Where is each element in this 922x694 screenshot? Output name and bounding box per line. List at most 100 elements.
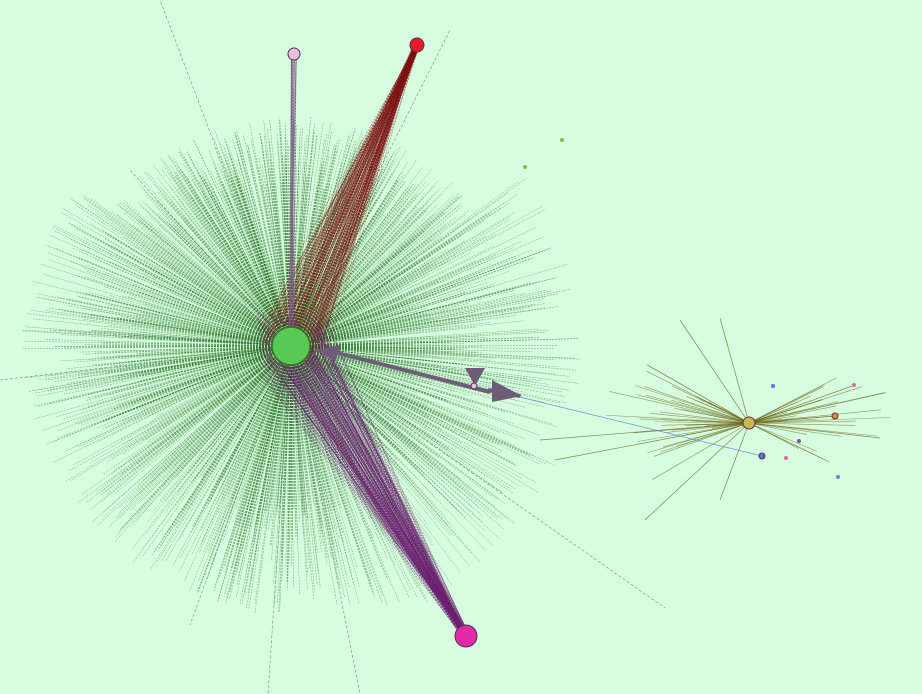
hub-edge: [189, 345, 292, 592]
magenta-node-edge: [289, 374, 469, 635]
hub-node[interactable]: [271, 326, 311, 366]
pink-node-edge: [292, 56, 294, 344]
hub-edge: [134, 314, 292, 347]
hub-edge: [290, 345, 515, 489]
hub-edge: [290, 345, 454, 537]
red-node-edge: [261, 45, 416, 347]
hub-edge: [250, 139, 292, 347]
satellite-node[interactable]: [523, 165, 527, 169]
bridge-node[interactable]: [470, 382, 478, 390]
satellite-node[interactable]: [797, 439, 801, 443]
hub-edge: [146, 286, 292, 347]
hub-edge: [175, 188, 292, 347]
hub-edge: [290, 345, 497, 519]
hub-edge: [96, 345, 292, 429]
hub-edge: [290, 298, 403, 347]
satellite-node[interactable]: [560, 138, 564, 142]
hub-edge: [157, 201, 292, 347]
hub-edge: [74, 345, 292, 363]
hub-edge: [140, 205, 292, 347]
pink-node[interactable]: [287, 47, 301, 61]
hub-edge: [290, 217, 402, 347]
cluster-edge: [635, 385, 750, 424]
hub-edge: [290, 245, 494, 347]
hub-edge: [100, 330, 292, 347]
hub-edge: [290, 345, 373, 579]
red-node-edge: [317, 47, 419, 329]
cluster-edge: [748, 386, 862, 424]
magenta-node-edge: [292, 327, 465, 634]
cluster-edge: [748, 422, 843, 437]
hub-edge: [39, 345, 292, 380]
hub-edge: [69, 197, 292, 347]
hub-edge: [53, 226, 292, 347]
hub-edge: [290, 122, 316, 347]
hub-edge: [290, 190, 411, 347]
hub-outlier-edge: [49, 329, 292, 347]
magenta-node-edge: [272, 322, 468, 636]
hub-edge: [191, 178, 292, 347]
hub-edge: [290, 192, 509, 347]
magenta-node-edge: [256, 327, 467, 635]
hub-edge: [172, 345, 292, 567]
magenta-node-edge: [325, 344, 465, 636]
magenta-node[interactable]: [454, 624, 478, 648]
blue-node[interactable]: [758, 452, 766, 460]
hub-edge: [290, 134, 318, 347]
magenta-node-edge: [278, 346, 464, 640]
magenta-node-edge: [324, 342, 470, 634]
cluster-edge: [655, 421, 750, 424]
hub-edge: [124, 306, 292, 347]
hub-edge: [102, 345, 292, 513]
satellite-node[interactable]: [784, 456, 788, 460]
hub-edge: [290, 345, 487, 477]
hub-edge: [202, 195, 292, 347]
hub-edge: [290, 337, 534, 347]
magenta-node-edge: [321, 326, 469, 634]
hub-outlier-edge: [0, 345, 292, 381]
satellite-node[interactable]: [852, 383, 856, 387]
cluster-edge: [748, 422, 856, 426]
cluster-edge: [748, 405, 837, 424]
cluster-edge: [672, 385, 750, 424]
satellite-node[interactable]: [771, 384, 775, 388]
magenta-node-edge: [314, 319, 466, 635]
hub-edge: [211, 189, 292, 347]
hub-edge: [234, 345, 292, 520]
hub-edge: [84, 293, 292, 347]
satellite-node[interactable]: [836, 475, 840, 479]
hub-edge: [157, 345, 292, 428]
hub-edge: [109, 345, 292, 459]
hub-edge: [150, 345, 292, 484]
hub-outlier-edge: [189, 345, 292, 626]
hub-edge: [290, 307, 428, 347]
hub-edge: [290, 345, 420, 470]
hub-edge: [134, 345, 292, 374]
red-node-edge: [312, 42, 419, 352]
hub-edge: [151, 345, 292, 451]
hub-edge: [290, 345, 300, 523]
hub-edge: [175, 345, 292, 479]
hub-edge: [261, 185, 292, 347]
hub-edge: [195, 198, 292, 347]
olive-node[interactable]: [742, 416, 756, 430]
hub-edge: [206, 345, 292, 580]
hub-outlier-edge: [267, 345, 292, 694]
hub-edge: [290, 345, 416, 348]
red-node-edge: [274, 42, 420, 328]
hub-edge: [290, 227, 537, 347]
hub-edge: [132, 324, 292, 347]
cluster-edge: [748, 422, 830, 463]
hub-edge: [117, 203, 292, 347]
hub-edge: [290, 345, 360, 604]
hub-edge: [290, 183, 429, 347]
orange-node[interactable]: [831, 412, 839, 420]
magenta-node-edge: [293, 370, 465, 638]
magenta-node-edge: [265, 377, 466, 639]
secondary-cluster-edges: [473, 317, 891, 521]
hub-edge: [72, 345, 292, 466]
red-node[interactable]: [409, 37, 425, 53]
hub-edge: [82, 194, 292, 347]
